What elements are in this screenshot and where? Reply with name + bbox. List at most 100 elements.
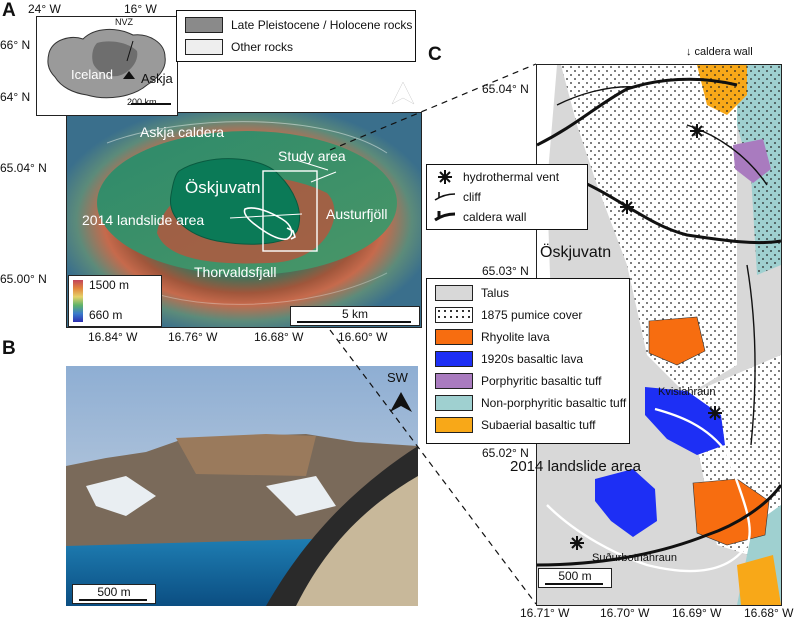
landslide-label-a: 2014 landslide area xyxy=(82,212,205,228)
lon-tick-a-4: 16.60° W xyxy=(338,330,388,344)
panel-letter-b: B xyxy=(2,338,16,359)
inset-lat-tick-2: 64° N xyxy=(0,90,31,104)
scale-bar-c: 500 m xyxy=(538,568,612,588)
non-porphyritic-label: Non-porphyritic basaltic tuff xyxy=(481,396,627,410)
label-leader-lines xyxy=(229,159,337,219)
lat-tick-c-1: 65.04° N xyxy=(482,82,529,96)
landslide-label-c: 2014 landslide area xyxy=(510,458,641,475)
geologic-map-drawing xyxy=(537,65,781,605)
iceland-label: Iceland xyxy=(71,67,113,82)
basaltic-1920s-label: 1920s basaltic lava xyxy=(481,352,584,366)
legend-row-non-porphyritic: Non-porphyritic basaltic tuff xyxy=(435,393,626,413)
cliff-label: cliff xyxy=(463,190,481,204)
legend-row-basaltic-1920s: 1920s basaltic lava xyxy=(435,349,583,369)
sudurbotnahraun-label: Suðurbotnahraun xyxy=(592,552,678,564)
other-rocks-label: Other rocks xyxy=(231,40,294,54)
askja-caldera-label: Askja caldera xyxy=(140,124,225,140)
north-label: N xyxy=(397,64,407,79)
oblique-photo-drawing xyxy=(66,366,418,606)
legend-row-porphyritic: Porphyritic basaltic tuff xyxy=(435,371,602,391)
inset-lon-tick-2: 16° W xyxy=(124,2,157,16)
hydrothermal-vent-label: hydrothermal vent xyxy=(463,170,560,184)
scale-bar-b-line xyxy=(79,599,147,601)
lat-tick-a-2: 65.00° N xyxy=(0,272,47,286)
scale-bar-b: 500 m xyxy=(72,584,156,604)
caldera-wall-line-icon xyxy=(434,211,456,222)
iceland-inset-map: NVZ Iceland Askja 200 km xyxy=(36,16,178,116)
elevation-colorbar xyxy=(73,280,83,322)
lon-tick-a-2: 16.76° W xyxy=(168,330,218,344)
hydrothermal-vent-icons xyxy=(570,124,722,550)
inset-lon-tick-1: 24° W xyxy=(28,2,61,16)
panel-letter-c: C xyxy=(428,44,442,65)
askja-label: Askja xyxy=(141,71,173,86)
rock-legend-row-late: Late Pleistocene / Holocene rocks xyxy=(185,15,412,35)
caldera-wall-note: ↓ caldera wall xyxy=(686,46,753,58)
subaerial-swatch xyxy=(435,417,473,433)
legend-row-vent: hydrothermal vent xyxy=(433,167,559,187)
elevation-max: 1500 m xyxy=(89,278,130,292)
lon-tick-c-1: 16.71° W xyxy=(520,606,570,620)
scale-bar-a: 5 km xyxy=(290,306,420,326)
rock-legend-a: Late Pleistocene / Holocene rocks Other … xyxy=(176,10,416,62)
late-pleistocene-label: Late Pleistocene / Holocene rocks xyxy=(231,18,413,32)
inset-scale-label: 200 km xyxy=(127,97,157,107)
lon-tick-c-3: 16.69° W xyxy=(672,606,722,620)
legend-row-pumice: 1875 pumice cover xyxy=(435,305,582,325)
oskjuvatn-label-a: Öskjuvatn xyxy=(185,178,261,197)
rhyolite-swatch xyxy=(435,329,473,345)
legend-row-rhyolite: Rhyolite lava xyxy=(435,327,550,347)
pumice-swatch xyxy=(435,307,473,323)
legend-row-subaerial: Subaerial basaltic tuff xyxy=(435,415,596,435)
kvislahraun-label: Kvislahraun xyxy=(658,386,716,398)
legend-row-talus: Talus xyxy=(435,283,509,303)
rhyolite-label: Rhyolite lava xyxy=(481,330,550,344)
legend-row-caldera-wall: caldera wall xyxy=(433,207,526,227)
iceland-outline xyxy=(47,29,171,105)
talus-label: Talus xyxy=(481,286,510,300)
pumice-label: 1875 pumice cover xyxy=(481,308,583,322)
thorvaldsfjall-label: Thorvaldsfjall xyxy=(194,264,277,280)
scale-bar-c-line xyxy=(545,583,603,585)
basaltic-1920s-swatch xyxy=(435,351,473,367)
lat-tick-a-1: 65.04° N xyxy=(0,161,47,175)
nvz-label: NVZ xyxy=(115,17,133,27)
lat-tick-c-3: 65.02° N xyxy=(482,446,529,460)
elevation-min: 660 m xyxy=(89,308,123,322)
scale-bar-a-line xyxy=(297,321,411,323)
north-arrow-icon xyxy=(391,81,415,105)
oblique-photo xyxy=(66,366,418,606)
study-area-label: Study area xyxy=(278,148,346,164)
lon-tick-c-4: 16.68° W xyxy=(744,606,794,620)
porphyritic-label: Porphyritic basaltic tuff xyxy=(481,374,602,388)
sw-label: SW xyxy=(387,370,408,385)
cliff-line-icon xyxy=(434,192,456,201)
symbols-legend: hydrothermal vent cliff caldera wall xyxy=(426,164,588,230)
other-rocks-swatch xyxy=(185,39,223,55)
lon-tick-a-1: 16.84° W xyxy=(88,330,138,344)
caldera-wall-label: caldera wall xyxy=(463,210,527,224)
rock-legend-row-other: Other rocks xyxy=(185,37,293,57)
subaerial-label: Subaerial basaltic tuff xyxy=(481,418,596,432)
late-pleistocene-swatch xyxy=(185,17,223,33)
non-porphyritic-swatch xyxy=(435,395,473,411)
scale-bar-c-label: 500 m xyxy=(558,569,592,583)
scale-bar-a-label: 5 km xyxy=(341,307,368,321)
panel-letter-a: A xyxy=(2,0,16,21)
units-legend: Talus 1875 pumice cover Rhyolite lava 19… xyxy=(426,278,630,444)
oskjuvatn-label-c: Öskjuvatn xyxy=(540,244,612,261)
inset-lat-tick-1: 66° N xyxy=(0,38,31,52)
porphyritic-swatch xyxy=(435,373,473,389)
austurfjoll-label: Austurfjöll xyxy=(326,206,388,222)
southwest-arrow-icon xyxy=(390,392,412,412)
lat-tick-c-2: 65.03° N xyxy=(482,264,529,278)
talus-swatch xyxy=(435,285,473,301)
lon-tick-a-3: 16.68° W xyxy=(254,330,304,344)
geologic-map xyxy=(536,64,782,606)
lon-tick-c-2: 16.70° W xyxy=(600,606,650,620)
asterisk-icon xyxy=(438,170,452,184)
legend-row-cliff: cliff xyxy=(433,187,481,207)
elevation-legend: 1500 m 660 m xyxy=(68,275,162,327)
scale-bar-b-label: 500 m xyxy=(97,585,131,599)
